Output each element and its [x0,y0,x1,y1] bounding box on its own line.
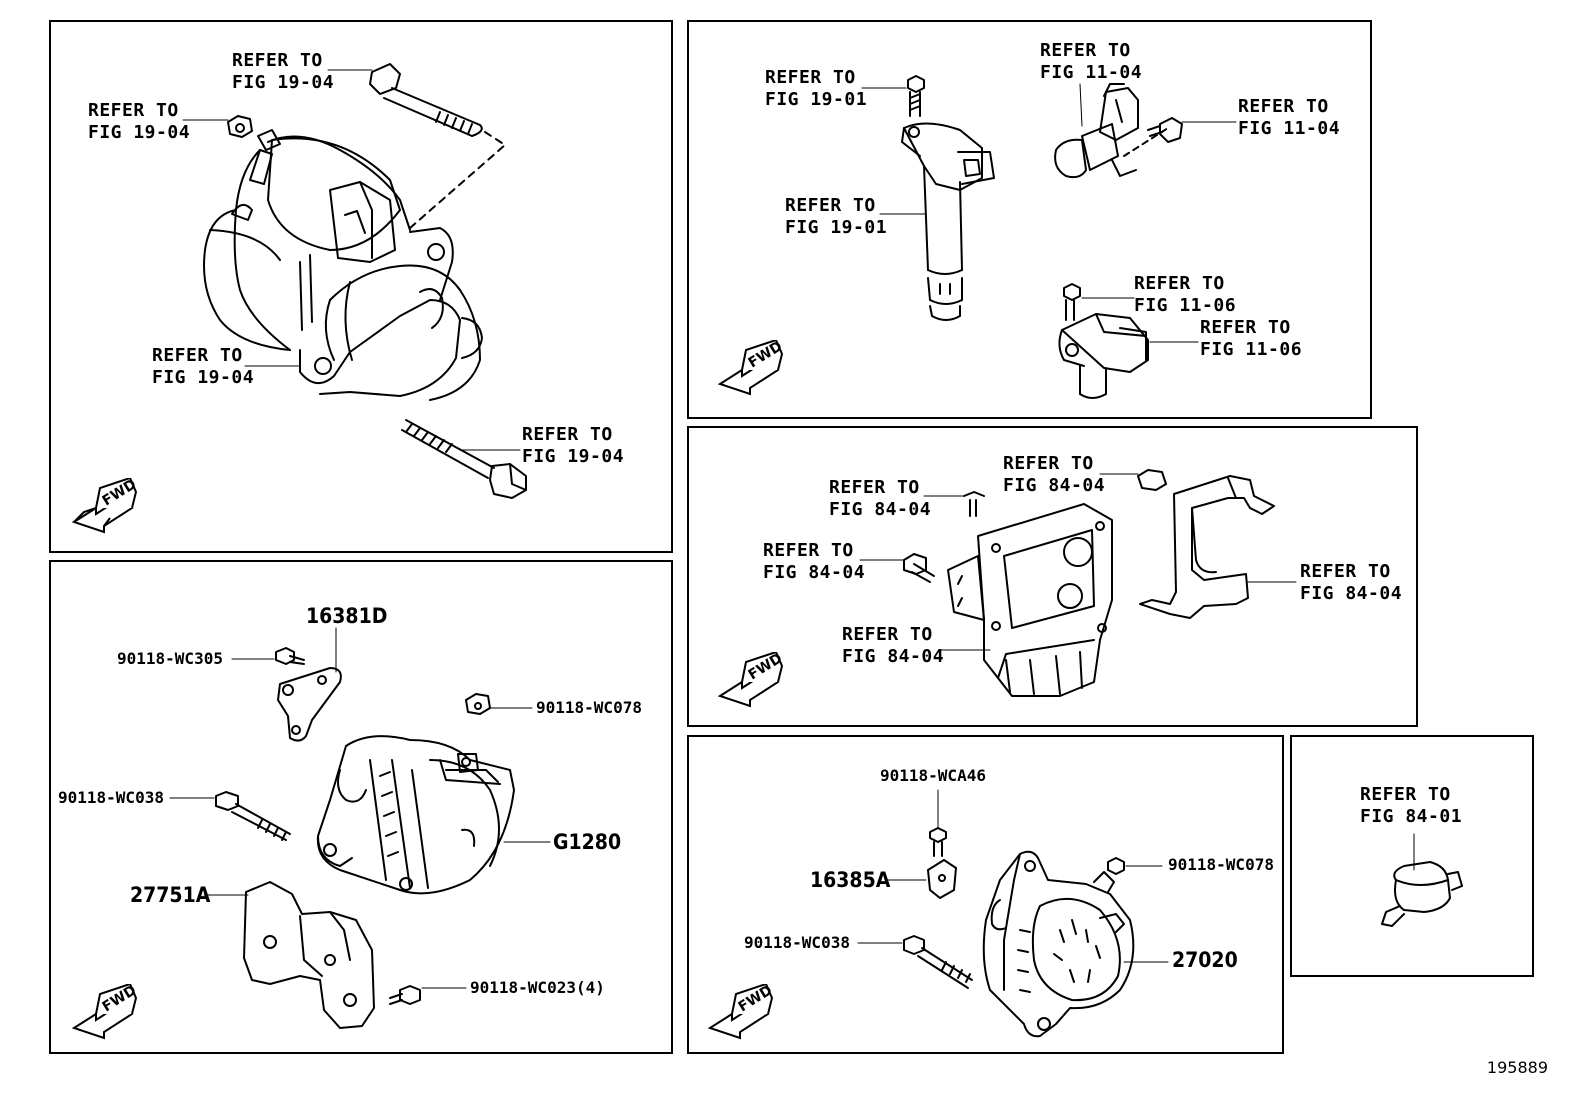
ref-line2: FIG 11-06 [1200,339,1303,360]
ref-line2: FIG 84-04 [829,499,932,520]
starter-ref-label-bolt[interactable]: REFER TO FIG 19-04 [522,424,624,468]
part-90118-wc078-left[interactable]: 90118-WC078 [536,698,642,717]
ecu-ref-label-unit[interactable]: REFER TO FIG 84-04 [842,624,944,668]
ignition-ref-label-crank-bolt[interactable]: REFER TO FIG 11-06 [1134,273,1236,317]
alternator-right-drawing [857,789,1169,1038]
starter-ref-label-top[interactable]: REFER TO FIG 19-04 [232,50,334,94]
ecu-drawing [859,469,1297,697]
fwd-arrow-ignition: FWD [717,340,785,396]
alternator-left-drawing [169,627,551,1029]
ref-line1: REFER TO [232,50,323,71]
part-90118-wc305[interactable]: 90118-WC305 [117,649,223,668]
ref-line1: REFER TO [1040,40,1131,61]
ref-line1: REFER TO [785,195,876,216]
starter-bolt-upper [369,63,483,137]
ref-line2: FIG 11-04 [1040,62,1143,83]
ref-line1: REFER TO [152,345,243,366]
panel-oil-pressure-switch [1290,735,1534,977]
fwd-arrow-ecu: FWD [717,652,785,708]
ref-line1: REFER TO [1003,453,1094,474]
ref-line2: FIG 19-04 [88,122,191,143]
ref-line1: REFER TO [88,100,179,121]
ignition-ref-label-crank-sensor[interactable]: REFER TO FIG 11-06 [1200,317,1302,361]
part-g1280[interactable]: G1280 [553,830,622,854]
panel-ecu [687,426,1418,727]
ref-line1: REFER TO [1134,273,1225,294]
ref-line2: FIG 84-01 [1360,806,1463,827]
starter-body [203,135,483,401]
ecu-ref-label-bracket[interactable]: REFER TO FIG 84-04 [1300,561,1402,605]
ref-line2: FIG 84-04 [763,562,866,583]
ref-line2: FIG 19-04 [152,367,255,388]
panel-alternator-left [49,560,673,1054]
part-90118-wc038-right[interactable]: 90118-WC038 [744,933,850,952]
ref-line2: FIG 19-01 [765,89,868,110]
ref-line2: FIG 19-01 [785,217,888,238]
figure-number: 195889 [1486,1058,1548,1077]
ignition-ref-label-bolt[interactable]: REFER TO FIG 19-01 [765,67,867,111]
starter-dashed-line [409,131,506,229]
ecu-ref-label-nut[interactable]: REFER TO FIG 84-04 [1003,453,1105,497]
starter-bolt-lower [401,419,527,499]
panel-starter [49,20,673,553]
ref-line1: REFER TO [842,624,933,645]
ecu-ref-label-screw[interactable]: REFER TO FIG 84-04 [829,477,931,521]
panel-ignition-sensors [687,20,1372,419]
ignition-coil-drawing [861,75,995,321]
ref-line2: FIG 19-04 [232,72,335,93]
fwd-arrow-starter: FWD [71,478,139,534]
part-27751a[interactable]: 27751A [130,883,211,907]
part-16385a[interactable]: 16385A [810,868,891,892]
ignition-ref-label-cam-sensor[interactable]: REFER TO FIG 11-04 [1040,40,1142,84]
part-90118-wca46[interactable]: 90118-WCA46 [880,766,986,785]
oil-pressure-switch-drawing [1381,833,1463,927]
ignition-ref-label-coil[interactable]: REFER TO FIG 19-01 [785,195,887,239]
ref-line1: REFER TO [1300,561,1391,582]
ref-line1: REFER TO [1238,96,1329,117]
fwd-arrow-alternator-right: FWD [707,984,775,1040]
ref-line1: REFER TO [763,540,854,561]
part-16381d[interactable]: 16381D [306,604,388,628]
ref-line2: FIG 84-04 [1300,583,1403,604]
part-90118-wc078-right[interactable]: 90118-WC078 [1168,855,1274,874]
ref-line1: REFER TO [765,67,856,88]
fwd-arrow-alternator-left: FWD [71,984,139,1040]
ref-line1: REFER TO [1360,784,1451,805]
ref-line1: REFER TO [829,477,920,498]
ref-line2: FIG 11-04 [1238,118,1341,139]
starter-nut [227,115,253,138]
ecu-ref-label-bolt[interactable]: REFER TO FIG 84-04 [763,540,865,584]
ref-line2: FIG 11-06 [1134,295,1237,316]
switch-ref-label[interactable]: REFER TO FIG 84-01 [1360,784,1462,828]
starter-ref-label-body[interactable]: REFER TO FIG 19-04 [152,345,254,389]
crank-sensor-drawing [1058,283,1199,399]
starter-ref-label-nut[interactable]: REFER TO FIG 19-04 [88,100,190,144]
starter-stud [257,129,281,151]
part-27020[interactable]: 27020 [1172,948,1238,972]
ref-line1: REFER TO [522,424,613,445]
panel-alternator-right [687,735,1284,1054]
ref-line2: FIG 84-04 [1003,475,1106,496]
starter-motor-drawing [182,63,527,499]
ref-line2: FIG 19-04 [522,446,625,467]
ref-line2: FIG 84-04 [842,646,945,667]
part-90118-wc023[interactable]: 90118-WC023(4) [470,978,605,997]
ref-line1: REFER TO [1200,317,1291,338]
cam-sensor-drawing [1054,83,1237,179]
part-90118-wc038-left[interactable]: 90118-WC038 [58,788,164,807]
ignition-ref-label-cam-bolt[interactable]: REFER TO FIG 11-04 [1238,96,1340,140]
